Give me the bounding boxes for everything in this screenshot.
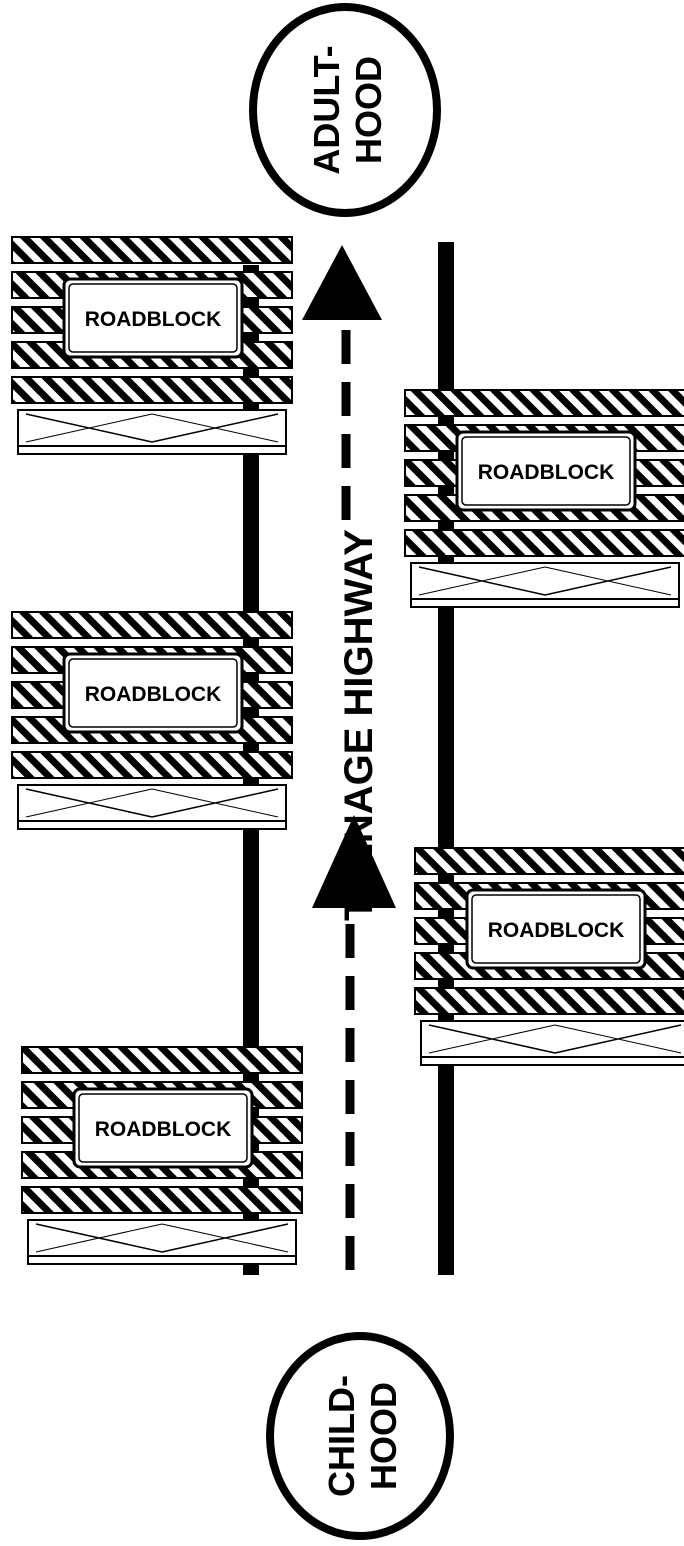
barricade-bar: [12, 752, 292, 778]
barricade-foot: [411, 599, 679, 607]
roadblock-label: ROADBLOCK: [95, 1118, 232, 1141]
roadblock-3: ROADBLOCK: [22, 1047, 302, 1264]
childhood-line1: CHILD-: [321, 1375, 362, 1497]
barricade-foot: [28, 1256, 296, 1264]
adulthood-line2: HOOD: [348, 56, 389, 164]
barricade-bar: [405, 530, 684, 556]
roadblock-label: ROADBLOCK: [85, 308, 222, 331]
barricade-bar: [405, 390, 684, 416]
endpoint-childhood: CHILD- HOOD: [270, 1336, 450, 1536]
barricade-bar: [22, 1047, 302, 1073]
barricade-bar: [12, 377, 292, 403]
roadblock-label: ROADBLOCK: [478, 461, 615, 484]
barricade-bar: [415, 848, 684, 874]
arrowhead-upper-icon: [302, 245, 382, 320]
roadblock-label: ROADBLOCK: [488, 919, 625, 942]
barricade-bar: [12, 237, 292, 263]
barricade-foot: [18, 821, 286, 829]
highway-label: TEENAGE HIGHWAY: [337, 529, 381, 921]
endpoint-adulthood: ADULT- HOOD: [253, 7, 437, 213]
roadblock-5: ROADBLOCK: [415, 848, 684, 1065]
roadblock-label: ROADBLOCK: [85, 683, 222, 706]
childhood-line2: HOOD: [363, 1382, 404, 1490]
barricade-bar: [415, 988, 684, 1014]
adulthood-line1: ADULT-: [306, 45, 347, 174]
barricade-foot: [18, 446, 286, 454]
barricade-foot: [421, 1057, 684, 1065]
barricade-bar: [12, 612, 292, 638]
barricade-bar: [22, 1187, 302, 1213]
